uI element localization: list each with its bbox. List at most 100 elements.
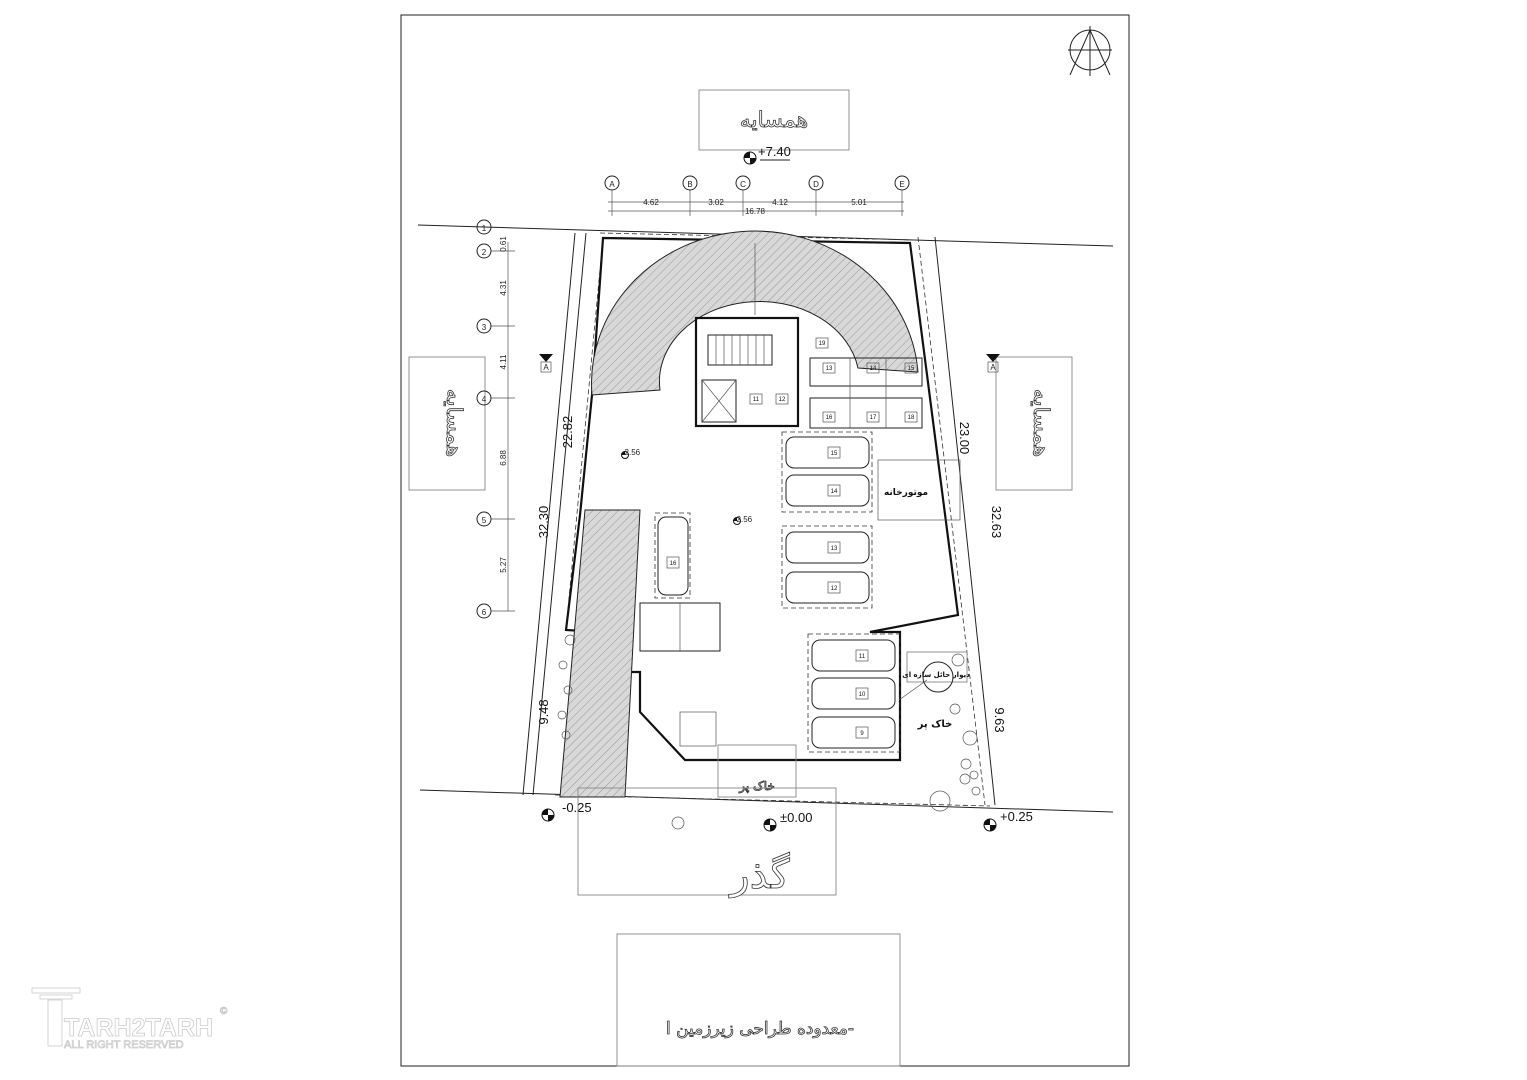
- svg-text:-2.56: -2.56: [622, 448, 641, 457]
- parking-16: 16: [654, 512, 691, 599]
- street-label-box: گذر: [577, 787, 837, 898]
- svg-text:+0.25: +0.25: [1000, 809, 1033, 824]
- grid-bubble-c: C: [735, 175, 751, 216]
- svg-text:6.88: 6.88: [499, 450, 508, 466]
- storage-13: 13: [822, 362, 836, 374]
- grid-bubble-5: 5: [476, 511, 515, 527]
- svg-text:دیوار حائل سازه ای: دیوار حائل سازه ای: [902, 671, 970, 679]
- parking-11: 11: [811, 639, 896, 672]
- building-outline: [564, 236, 960, 762]
- svg-text:4.62: 4.62: [643, 198, 659, 207]
- svg-text:همسایه: همسایه: [1028, 389, 1053, 458]
- svg-text:11: 11: [753, 397, 760, 403]
- svg-text:2: 2: [482, 248, 487, 257]
- section-mark-left: A: [539, 354, 553, 373]
- svg-text:5.27: 5.27: [499, 557, 508, 573]
- svg-text:9.63: 9.63: [992, 707, 1007, 732]
- svg-text:14: 14: [870, 366, 877, 372]
- title-block: معدوده طراحی زیرزمین ا-: [616, 933, 901, 1067]
- site-dimensions: 32.30 22.82 23.00 32.63 9.48 9.63: [536, 416, 1007, 733]
- storage-15: 15: [904, 362, 918, 374]
- svg-text:15: 15: [908, 366, 915, 372]
- svg-text:17: 17: [870, 415, 877, 421]
- service-rooms: [639, 602, 721, 747]
- svg-text:E: E: [899, 180, 904, 189]
- elevation-marker-center: ±0.00: [763, 810, 812, 832]
- svg-text:3: 3: [482, 323, 487, 332]
- svg-text:16.78: 16.78: [745, 207, 766, 216]
- parking-15: 15: [785, 436, 870, 469]
- retaining-wall-note: دیوار حائل سازه ای: [898, 651, 970, 701]
- svg-text:4.12: 4.12: [772, 198, 788, 207]
- row-grid: 1 2 3 4 5 6 0.61 4.31 4.11 6.88 5.27: [476, 219, 515, 619]
- grid-bubble-6: 6: [476, 603, 515, 619]
- svg-text:D: D: [813, 180, 819, 189]
- svg-text:16: 16: [670, 561, 677, 567]
- svg-text:9.48: 9.48: [536, 699, 551, 724]
- elevation-marker-right: +0.25: [983, 809, 1033, 832]
- storage-rooms: 13 14 15 16 17 18 19 11 12: [749, 337, 923, 429]
- curved-ramp: [591, 230, 919, 396]
- svg-text:همسایه: همسایه: [740, 108, 809, 133]
- neighbor-left: همسایه: [408, 356, 486, 491]
- svg-text:خاک پر: خاک پر: [738, 779, 775, 794]
- svg-text:گذر: گذر: [728, 852, 790, 898]
- svg-text:+7.40: +7.40: [758, 144, 791, 159]
- svg-text:©: ©: [220, 1006, 228, 1017]
- svg-text:ALL RIGHT RESERVED: ALL RIGHT RESERVED: [64, 1039, 184, 1051]
- svg-text:5: 5: [482, 516, 487, 525]
- svg-text:16: 16: [826, 415, 833, 421]
- neighbor-right: همسایه: [995, 356, 1073, 491]
- svg-text:13: 13: [831, 546, 838, 552]
- storage-14: 14: [866, 362, 880, 374]
- floor-level-2: -2.56: [733, 515, 753, 525]
- svg-text:3.02: 3.02: [708, 198, 724, 207]
- parking-12: 12: [785, 571, 870, 604]
- tree-symbols: [557, 634, 981, 830]
- parking-10: 10: [811, 677, 896, 710]
- mechanical-room: موتورخانه: [877, 459, 961, 521]
- svg-text:4.31: 4.31: [499, 280, 508, 296]
- svg-text:19: 19: [819, 341, 826, 347]
- tarh2tarh-logo: TARH2TARH ALL RIGHT RESERVED ©: [31, 987, 228, 1051]
- grid-bubble-4: 4: [476, 390, 515, 406]
- sheet-frame: [400, 14, 1130, 1067]
- stair-core: [694, 316, 800, 428]
- section-mark-right: A: [986, 354, 1000, 373]
- storage-16: 16: [822, 411, 836, 423]
- side-ramp: [559, 509, 641, 798]
- svg-text:4.11: 4.11: [499, 354, 508, 370]
- parking-14: 14: [785, 474, 870, 507]
- storage-12: 12: [775, 393, 789, 405]
- svg-text:-2.56: -2.56: [734, 515, 753, 524]
- grid-bubble-d: D: [808, 175, 824, 216]
- grid-bubble-b: B: [682, 175, 698, 216]
- parking-spaces: 15 14 13 12 11 10 9 16: [654, 431, 901, 753]
- svg-text:11: 11: [859, 654, 866, 660]
- svg-text:12: 12: [831, 586, 838, 592]
- svg-text:موتورخانه: موتورخانه: [884, 488, 928, 498]
- grid-bubble-a: A: [604, 175, 620, 216]
- svg-text:A: A: [543, 363, 549, 372]
- svg-text:-0.25: -0.25: [562, 800, 592, 815]
- svg-text:6: 6: [482, 608, 487, 617]
- svg-text:A: A: [609, 180, 615, 189]
- svg-text:22.82: 22.82: [560, 416, 575, 449]
- elevation-marker-top: +7.40: [743, 144, 791, 165]
- svg-text:10: 10: [859, 692, 866, 698]
- svg-text:TARH2TARH: TARH2TARH: [64, 1014, 213, 1042]
- svg-text:همسایه: همسایه: [441, 389, 466, 458]
- storage-17: 17: [866, 411, 880, 423]
- neighbor-top: همسایه: [698, 89, 850, 151]
- column-grid: A B C D E 4.62 3.02 4.12 5.01 16.78: [604, 175, 910, 216]
- svg-text:A: A: [990, 363, 996, 372]
- svg-text:C: C: [740, 180, 746, 189]
- svg-text:32.30: 32.30: [536, 506, 551, 539]
- storage-11: 11: [749, 393, 763, 405]
- storage-19: 19: [815, 337, 829, 349]
- fill-soil-area: خاک پر: [717, 744, 797, 798]
- svg-text:32.63: 32.63: [989, 506, 1004, 539]
- svg-text:15: 15: [831, 451, 838, 457]
